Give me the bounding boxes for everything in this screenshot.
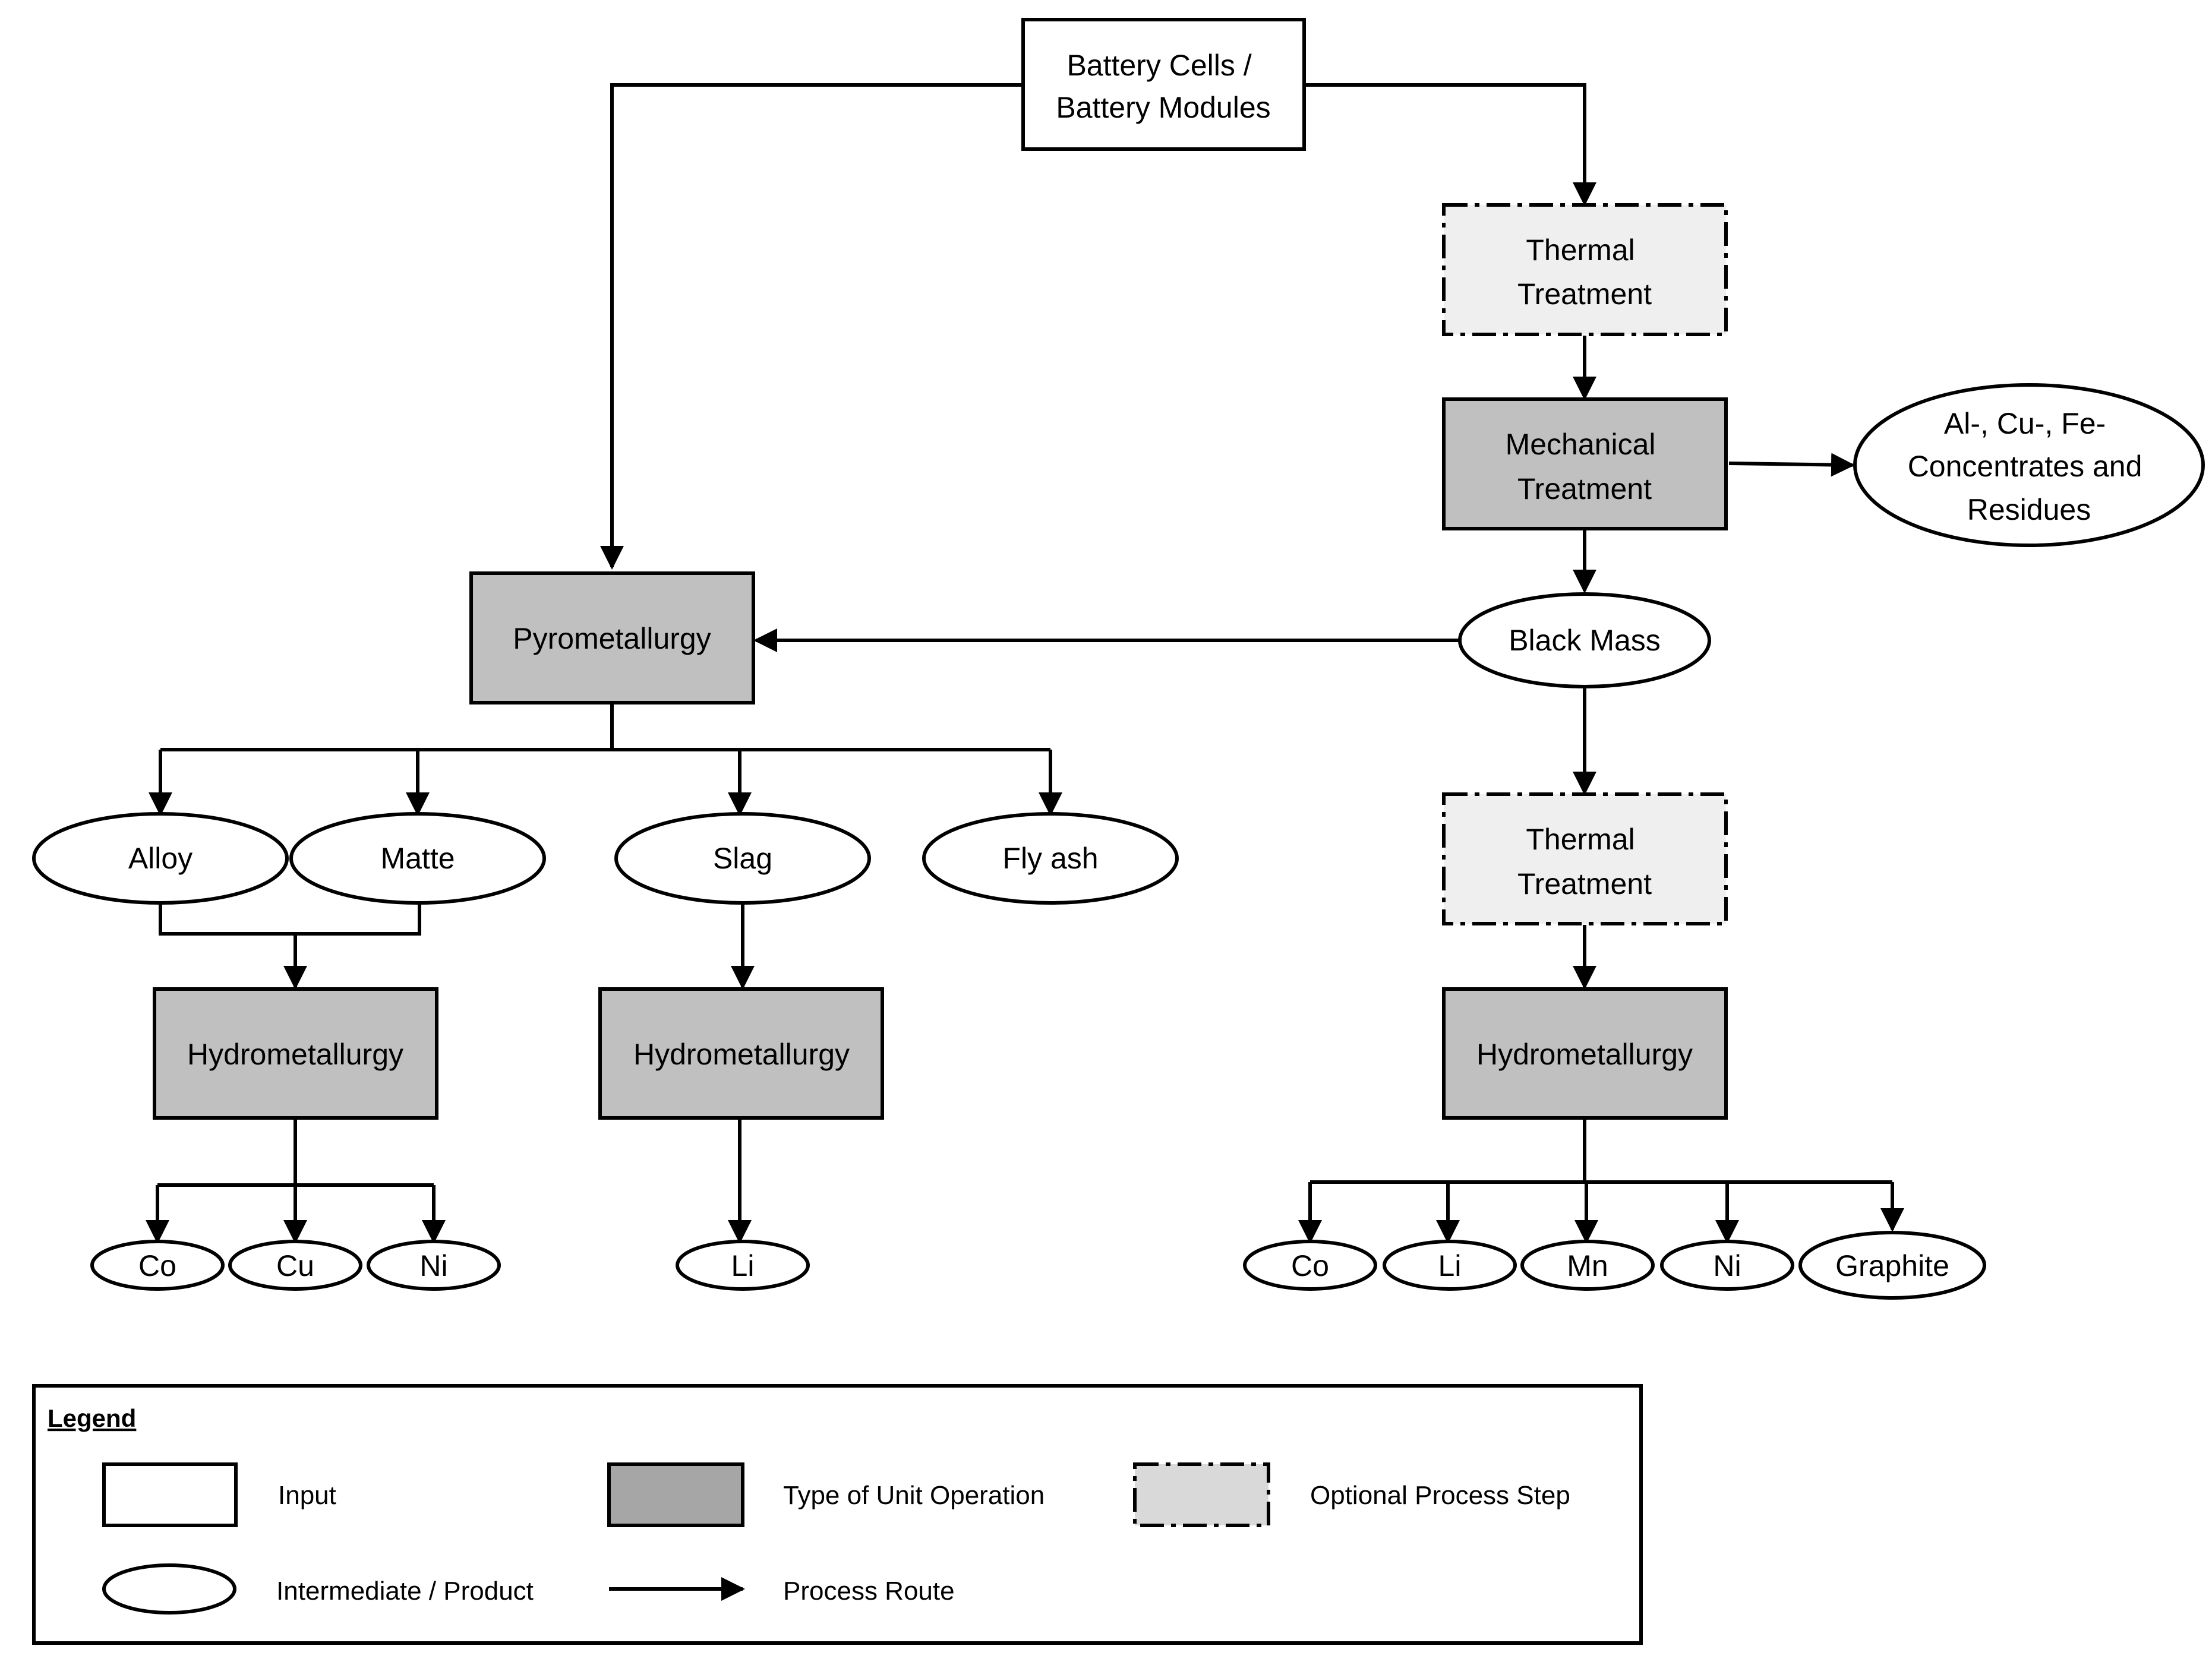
pyrometallurgy-box: Pyrometallurgy xyxy=(469,571,755,704)
mechanical-label-line1: Mechanical xyxy=(1506,428,1656,461)
pyro-label: Pyrometallurgy xyxy=(513,622,711,655)
nodes: Battery Cells / Battery Modules Thermal … xyxy=(32,18,2205,1300)
legend-route-label: Process Route xyxy=(783,1576,955,1606)
thermal-treatment-1: Thermal Treatment xyxy=(1442,203,1728,336)
product-mn-3-label: Mn xyxy=(1567,1249,1608,1282)
legend-optional-swatch xyxy=(1133,1462,1270,1527)
svg-text:Battery Cells / Batter: Battery Cells / Battery Modules xyxy=(1056,49,1270,124)
product-ni-3-label: Ni xyxy=(1713,1249,1741,1282)
connectors xyxy=(146,83,1904,1244)
alloy-label: Alloy xyxy=(128,842,193,875)
mechanical-label-line2: Treatment xyxy=(1517,472,1652,505)
product-mn-3: Mn xyxy=(1520,1240,1655,1291)
hydrometallurgy-box-1: Hydrometallurgy xyxy=(153,987,438,1120)
concentrates-ellipse: Al-, Cu-, Fe- Concentrates and Residues xyxy=(1853,383,2205,547)
concentrates-label-line3: Residues xyxy=(1967,493,2091,526)
product-graphite-3-label: Graphite xyxy=(1835,1249,1949,1282)
legend-title: Legend xyxy=(48,1404,136,1432)
product-co-3-label: Co xyxy=(1291,1249,1329,1282)
legend-input-swatch xyxy=(102,1462,238,1527)
svg-text:Thermal Treatment: Thermal Treatment xyxy=(1517,233,1652,311)
concentrates-label-line2: Concentrates and xyxy=(1908,450,2142,483)
legend-intermediate-label: Intermediate / Product xyxy=(276,1576,534,1606)
svg-text:Mechanical Treatment: Mechanical Treatment xyxy=(1506,428,1664,505)
product-ni-3: Ni xyxy=(1660,1240,1794,1291)
product-ni-1: Ni xyxy=(367,1240,501,1291)
black-mass-ellipse: Black Mass xyxy=(1458,592,1711,688)
slag-ellipse: Slag xyxy=(614,812,871,905)
input-box: Battery Cells / Battery Modules xyxy=(1021,18,1306,151)
input-label-line2: Battery Modules xyxy=(1056,91,1270,124)
slag-label: Slag xyxy=(713,842,772,875)
product-co-1: Co xyxy=(90,1240,225,1291)
product-li-3-label: Li xyxy=(1438,1249,1462,1282)
input-label-line1: Battery Cells / xyxy=(1066,49,1251,82)
matte-ellipse: Matte xyxy=(289,812,546,905)
fly-ash-ellipse: Fly ash xyxy=(922,812,1179,905)
thermal2-label-line1: Thermal xyxy=(1526,823,1634,856)
matte-label: Matte xyxy=(380,842,455,875)
hydro3-label: Hydrometallurgy xyxy=(1476,1038,1693,1071)
svg-text:Al-, Cu-, Fe- Concentr: Al-, Cu-, Fe- Concentrates and Residues xyxy=(1908,407,2151,526)
legend-optional-label: Optional Process Step xyxy=(1310,1481,1570,1510)
hydrometallurgy-box-2: Hydrometallurgy xyxy=(598,987,884,1120)
legend-intermediate-swatch xyxy=(102,1563,236,1615)
legend-unit-label: Type of Unit Operation xyxy=(783,1481,1045,1510)
concentrates-label-line1: Al-, Cu-, Fe- xyxy=(1944,407,2106,440)
route-mechanical-to-concentrates xyxy=(1728,453,1855,477)
legend-frame xyxy=(32,1384,1643,1645)
product-li-2-label: Li xyxy=(731,1249,755,1282)
product-graphite-3: Graphite xyxy=(1798,1231,1986,1300)
route-alloy-matte-merge xyxy=(159,903,421,936)
hydro1-label: Hydrometallurgy xyxy=(187,1038,403,1071)
fly-ash-label: Fly ash xyxy=(1002,842,1098,875)
product-li-2: Li xyxy=(676,1240,810,1291)
product-co-1-label: Co xyxy=(138,1249,176,1282)
product-cu-1: Cu xyxy=(228,1240,362,1291)
product-co-3: Co xyxy=(1243,1240,1377,1291)
route-input-to-thermal1 xyxy=(1304,83,1596,206)
legend: Legend Input Type of Unit Operation Opti… xyxy=(32,1384,1643,1645)
mechanical-treatment: Mechanical Treatment xyxy=(1442,397,1728,530)
thermal1-label-line2: Treatment xyxy=(1517,277,1652,311)
alloy-ellipse: Alloy xyxy=(32,812,289,905)
hydro2-label: Hydrometallurgy xyxy=(633,1038,850,1071)
legend-input-label: Input xyxy=(278,1481,336,1510)
hydrometallurgy-box-3: Hydrometallurgy xyxy=(1442,987,1728,1120)
thermal2-label-line2: Treatment xyxy=(1517,867,1652,901)
black-mass-label: Black Mass xyxy=(1509,624,1661,657)
product-ni-1-label: Ni xyxy=(419,1249,447,1282)
thermal1-label-line1: Thermal xyxy=(1526,233,1634,267)
product-li-3: Li xyxy=(1383,1240,1517,1291)
thermal-treatment-2: Thermal Treatment xyxy=(1442,792,1728,925)
product-cu-1-label: Cu xyxy=(276,1249,314,1282)
svg-text:Thermal Treatment: Thermal Treatment xyxy=(1517,823,1652,901)
legend-unit-swatch xyxy=(607,1462,744,1527)
route-input-to-pyro xyxy=(600,83,1023,570)
